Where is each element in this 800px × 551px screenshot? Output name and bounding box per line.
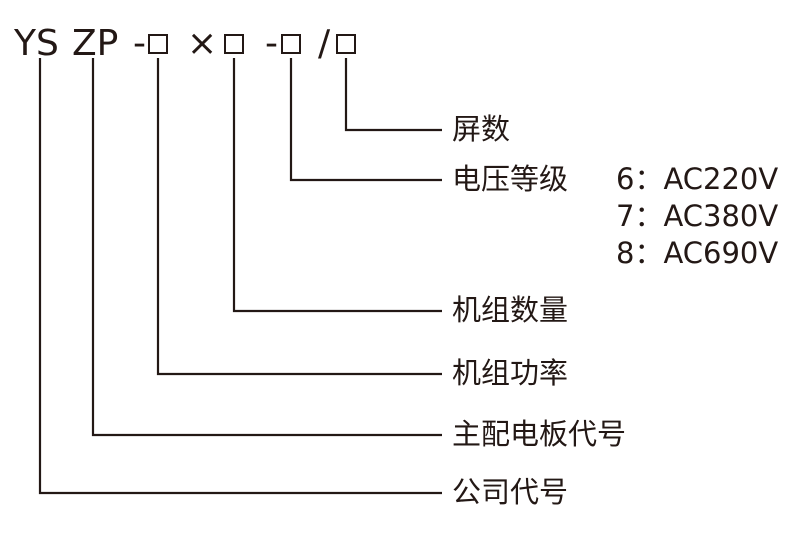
- code-dash-voltage: -: [265, 23, 278, 64]
- power-box: [148, 34, 168, 54]
- label-main-board-code: 主配电板代号: [452, 417, 627, 451]
- count-box: [224, 34, 244, 54]
- label-screens: 屏数: [452, 112, 511, 146]
- code-times-sign: ×: [187, 23, 218, 64]
- leader-line-screens: [344, 58, 442, 132]
- code-dash-power: -: [133, 23, 146, 64]
- leader-line-unit-power: [156, 58, 442, 376]
- voltage-option: 6：AC220V: [616, 162, 779, 196]
- code-slash-screens: /: [318, 23, 331, 64]
- label-voltage-level: 电压等级: [452, 162, 569, 196]
- leader-line-company: [38, 58, 442, 495]
- leader-line-voltage: [289, 58, 442, 182]
- label-unit-count: 机组数量: [452, 293, 569, 327]
- label-unit-power: 机组功率: [452, 356, 569, 390]
- voltage-option: 7：AC380V: [616, 199, 779, 233]
- leader-line-main-board: [91, 58, 442, 437]
- leader-line-unit-count: [232, 58, 442, 313]
- label-company-code: 公司代号: [452, 475, 569, 509]
- screens-box: [336, 34, 356, 54]
- code-prefix-zp: ZP: [72, 23, 119, 64]
- voltage-box: [281, 34, 301, 54]
- voltage-option: 8：AC690V: [616, 236, 779, 270]
- code-prefix-ys: YS: [14, 23, 59, 64]
